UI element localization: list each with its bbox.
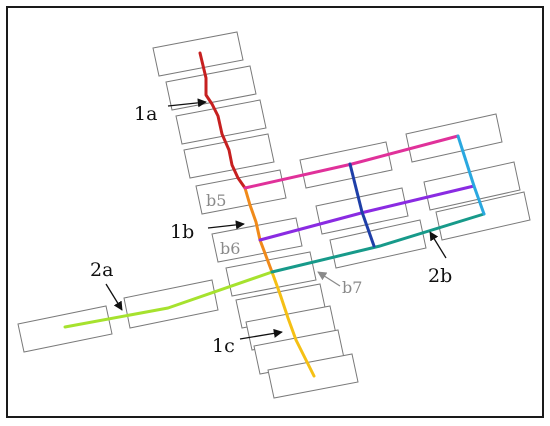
path-navy [348, 162, 376, 248]
label-1b: 1b [170, 221, 194, 243]
path-1c [270, 270, 316, 378]
block-b5 [195, 169, 287, 215]
arrow-1c [239, 328, 283, 340]
paths [63, 51, 486, 378]
path-1a [198, 51, 247, 190]
block-vertical-1 [152, 31, 244, 77]
path-2b [270, 212, 486, 274]
label-1a: 1a [134, 103, 157, 125]
path-2a [63, 270, 274, 329]
arrow-b7 [317, 271, 341, 287]
path-cyan [456, 134, 486, 216]
path-1b [243, 186, 274, 274]
arrows [105, 98, 447, 340]
block-vertical-3 [175, 99, 267, 145]
block-b6 [211, 217, 303, 263]
label-1c: 1c [212, 335, 235, 357]
block-right-5 [329, 219, 427, 269]
block-left-2 [17, 305, 113, 353]
label-2b: 2b [428, 265, 452, 287]
block-left-1 [123, 279, 219, 329]
path-purple [258, 184, 476, 242]
label-2a: 2a [90, 259, 113, 281]
label-b7: b7 [342, 278, 362, 297]
path-magenta [243, 134, 460, 190]
block-right-6 [435, 191, 531, 241]
label-b6: b6 [220, 239, 240, 258]
block-vertical-2 [165, 65, 257, 111]
label-b5: b5 [206, 191, 226, 210]
arrow-1a [167, 98, 207, 108]
labels: 1a 1b 1c 2a 2b b5 b6 b7 [90, 103, 452, 357]
arrow-2a [105, 283, 123, 311]
arrow-1b [207, 220, 245, 230]
arrow-2b [429, 231, 447, 259]
